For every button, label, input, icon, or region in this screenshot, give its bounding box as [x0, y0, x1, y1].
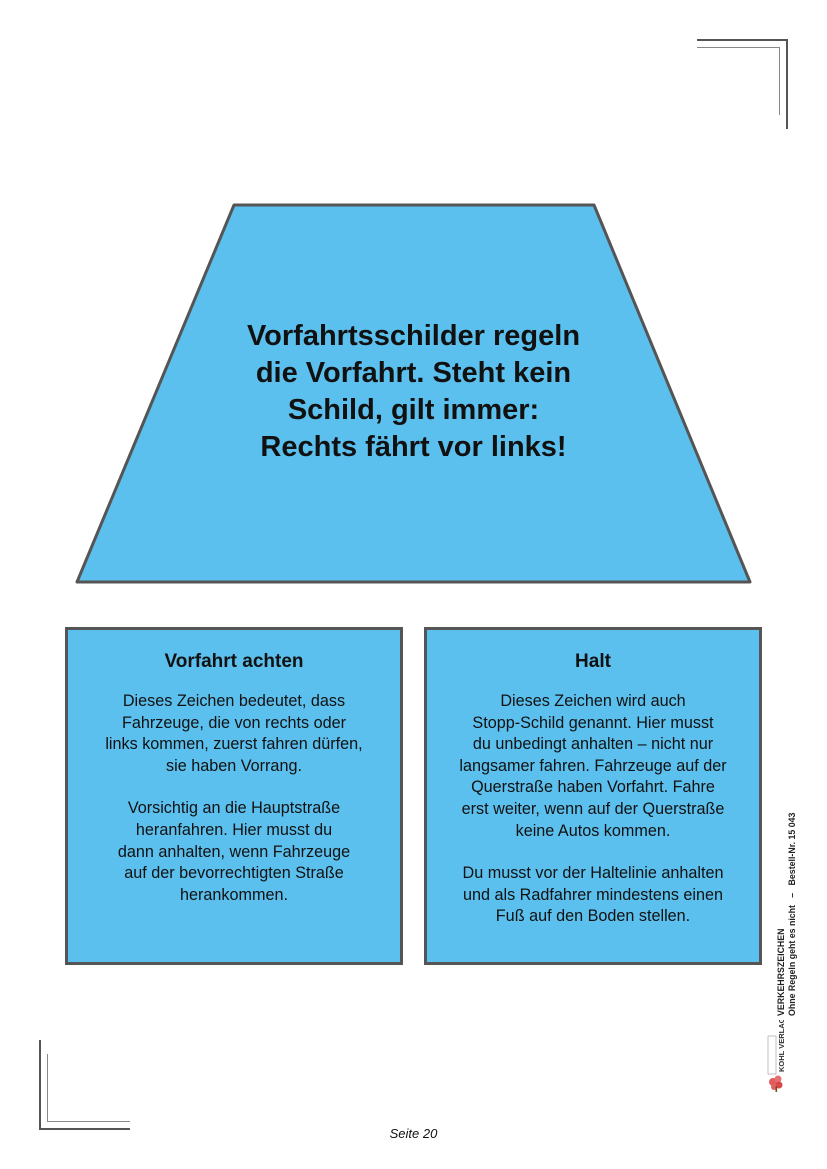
- card-paragraph: Dieses Zeichen wird auch Stopp-Schild ge…: [441, 691, 745, 842]
- headline-line: Vorfahrtsschilder regeln: [246, 320, 581, 352]
- headline-line: Schild, gilt immer:: [287, 394, 540, 426]
- card-paragraph: Du musst vor der Haltelinie anhalten und…: [441, 863, 745, 928]
- text-line: herankommen.: [180, 885, 288, 904]
- series-subtitle: Ohne Regeln geht es nicht: [787, 905, 797, 1016]
- text-line: auf der bevorrechtigten Straße: [124, 864, 344, 883]
- page-number: Seite 20: [389, 1126, 438, 1141]
- text-line: sie haben Vorrang.: [166, 756, 302, 775]
- text-line: Stopp-Schild genannt. Hier musst: [472, 713, 714, 732]
- card-halt: Halt Dieses Zeichen wird auch Stopp-Schi…: [424, 627, 762, 965]
- text-line: Dieses Zeichen bedeutet, dass: [122, 692, 346, 710]
- corner-bottom-left-inner-h: [47, 1121, 130, 1122]
- text-line: Fuß auf den Boden stellen.: [495, 907, 691, 926]
- text-line: erst weiter, wenn auf der Querstraße: [461, 799, 725, 818]
- text-line: Querstraße haben Vorfahrt. Fahre: [471, 778, 715, 797]
- headline-trapezoid: [75, 203, 752, 584]
- text-line: links kommen, zuerst fahren dürfen,: [105, 735, 363, 754]
- publisher-logo: KOHL VERLAG: [767, 1020, 786, 1092]
- text-line: langsamer fahren. Fahrzeuge auf der: [459, 756, 727, 775]
- card-vorfahrt-achten: Vorfahrt achten Dieses Zeichen bedeutet,…: [65, 627, 403, 965]
- card-paragraph: Dieses Zeichen bedeutet, dass Fahrzeuge,…: [82, 691, 386, 777]
- corner-bottom-left-outer-v: [39, 1040, 41, 1130]
- corner-top-right-inner-v: [779, 47, 780, 115]
- text-line: Dieses Zeichen wird auch: [500, 692, 686, 710]
- card-title: Vorfahrt achten: [164, 651, 304, 672]
- side-info: VERKEHRSZEICHEN Ohne Regeln geht es nich…: [776, 756, 798, 1016]
- text-line: Vorsichtig an die Hauptstraße: [127, 799, 341, 818]
- card-title: Halt: [575, 651, 611, 672]
- headline-line: Rechts fährt vor links!: [260, 431, 567, 463]
- text-line: keine Autos kommen.: [515, 821, 671, 840]
- series-title: VERKEHRSZEICHEN: [776, 928, 786, 1017]
- text-line: dann anhalten, wenn Fahrzeuge: [117, 842, 351, 861]
- corner-top-right-outer-h: [697, 39, 788, 41]
- corner-top-right-outer-v: [786, 39, 788, 129]
- corner-bottom-left-outer-h: [39, 1128, 130, 1130]
- svg-text:KOHL VERLAG: KOHL VERLAG: [777, 1020, 786, 1072]
- order-number: Bestell-Nr. 15 043: [787, 812, 797, 886]
- text-line: Du musst vor der Haltelinie anhalten: [462, 864, 724, 883]
- text-line: heranfahren. Hier musst du: [135, 820, 333, 839]
- card-paragraph: Vorsichtig an die Hauptstraße heranfahre…: [82, 798, 386, 906]
- headline-line: die Vorfahrt. Steht kein: [255, 357, 572, 389]
- separator: –: [787, 892, 797, 898]
- text-line: du unbedingt anhalten – nicht nur: [472, 735, 714, 754]
- corner-bottom-left-inner-v: [47, 1054, 48, 1122]
- text-line: und als Radfahrer mindestens einen: [462, 885, 724, 904]
- text-line: Fahrzeuge, die von rechts oder: [121, 713, 347, 732]
- series-subtitle-row: Ohne Regeln geht es nicht – Bestell-Nr. …: [787, 756, 798, 1016]
- corner-top-right-inner-h: [697, 47, 780, 48]
- headline-text: Vorfahrtsschilder regeln die Vorfahrt. S…: [200, 318, 627, 466]
